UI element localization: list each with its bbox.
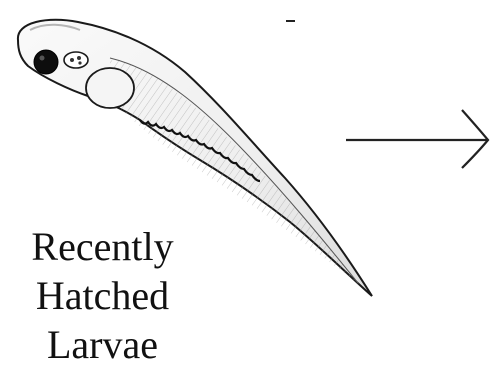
caption-line-3: Larvae: [0, 320, 205, 369]
caption-line-1: Recently: [0, 222, 205, 271]
caption-line-2: Hatched: [0, 271, 205, 320]
stage-caption: Recently Hatched Larvae: [0, 222, 205, 369]
